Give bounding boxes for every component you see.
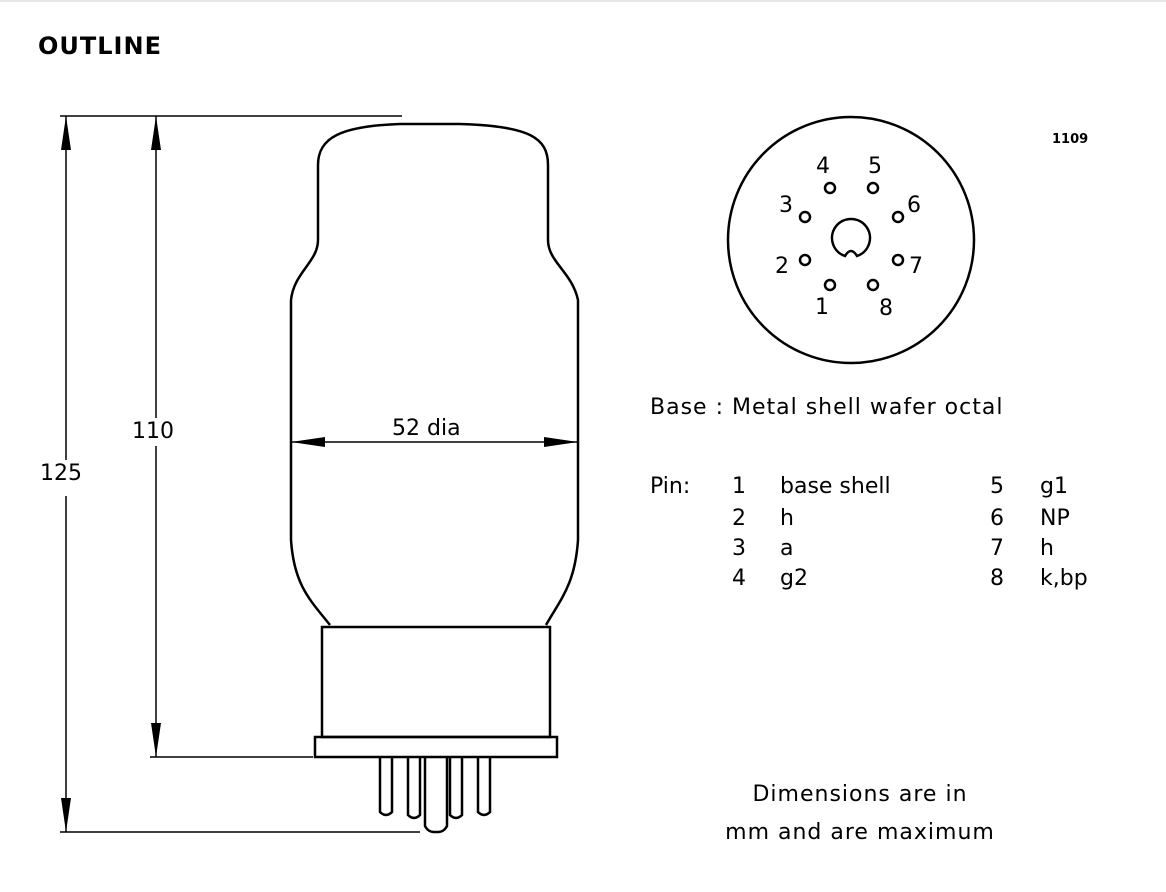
dimensions-note-line-2: mm and are maximum: [725, 820, 995, 845]
page-title: OUTLINE: [38, 32, 162, 60]
arrow-125-bottom: [61, 798, 71, 832]
pin-number: 5: [990, 474, 1004, 499]
pin-1-leg: [378, 757, 394, 817]
pin-function: base shell: [780, 474, 891, 499]
base-pin-number-3: 3: [779, 193, 793, 218]
arrow-52-left: [291, 437, 325, 447]
base-view-circle: [726, 115, 976, 365]
base-pin-number-6: 6: [907, 193, 921, 218]
pin-number: 2: [732, 506, 746, 531]
base-pin-number-5: 5: [868, 154, 882, 179]
pin-number: 6: [990, 506, 1004, 531]
arrow-125-top: [61, 116, 71, 150]
dim-label-110: 110: [132, 419, 174, 444]
base-pin-number-7: 7: [909, 254, 923, 279]
pin-function: h: [1040, 536, 1054, 561]
pin-function: k,bp: [1040, 566, 1088, 591]
pin-number: 4: [732, 566, 746, 591]
arrow-110-bottom: [151, 723, 161, 757]
pin-table-label: Pin:: [650, 474, 691, 499]
pin-2-leg: [406, 757, 422, 820]
pin-4-leg: [476, 757, 492, 817]
socket-hole-2: [798, 253, 812, 267]
base-pin-number-8: 8: [879, 296, 893, 321]
pin-function: a: [780, 536, 794, 561]
dimensions-note: Dimensions are in mm and are maximum: [690, 776, 1030, 852]
top-border: [0, 0, 1166, 2]
socket-hole-8: [866, 278, 880, 292]
base-wafer: [313, 735, 559, 759]
pin-number: 3: [732, 536, 746, 561]
dim-label-125: 125: [40, 461, 82, 486]
dimensions-note-line-1: Dimensions are in: [752, 782, 968, 807]
key-spigot: [423, 757, 449, 834]
socket-hole-4: [823, 181, 837, 195]
base-shell: [320, 625, 552, 739]
socket-hole-6: [891, 210, 905, 224]
socket-hole-1: [823, 278, 837, 292]
pin-function: NP: [1040, 506, 1070, 531]
base-pin-number-4: 4: [816, 154, 830, 179]
base-description: Base : Metal shell wafer octal: [650, 395, 1004, 420]
pin-function: g2: [780, 566, 808, 591]
socket-hole-3: [798, 210, 812, 224]
socket-hole-7: [891, 253, 905, 267]
drawing-number: 1109: [1052, 132, 1089, 147]
arrow-52-right: [544, 437, 578, 447]
pin-3-leg: [448, 757, 464, 820]
arrow-110-top: [151, 116, 161, 150]
pin-number: 7: [990, 536, 1004, 561]
pin-number: 1: [732, 474, 746, 499]
pin-function: h: [780, 506, 794, 531]
base-view-key: [830, 217, 872, 258]
base-pin-number-1: 1: [815, 295, 829, 320]
pin-function: g1: [1040, 474, 1068, 499]
dim-label-diameter: 52 dia: [392, 416, 461, 441]
socket-hole-5: [866, 181, 880, 195]
base-pin-number-2: 2: [775, 254, 789, 279]
bulb-outline: [289, 122, 580, 626]
pin-number: 8: [990, 566, 1004, 591]
